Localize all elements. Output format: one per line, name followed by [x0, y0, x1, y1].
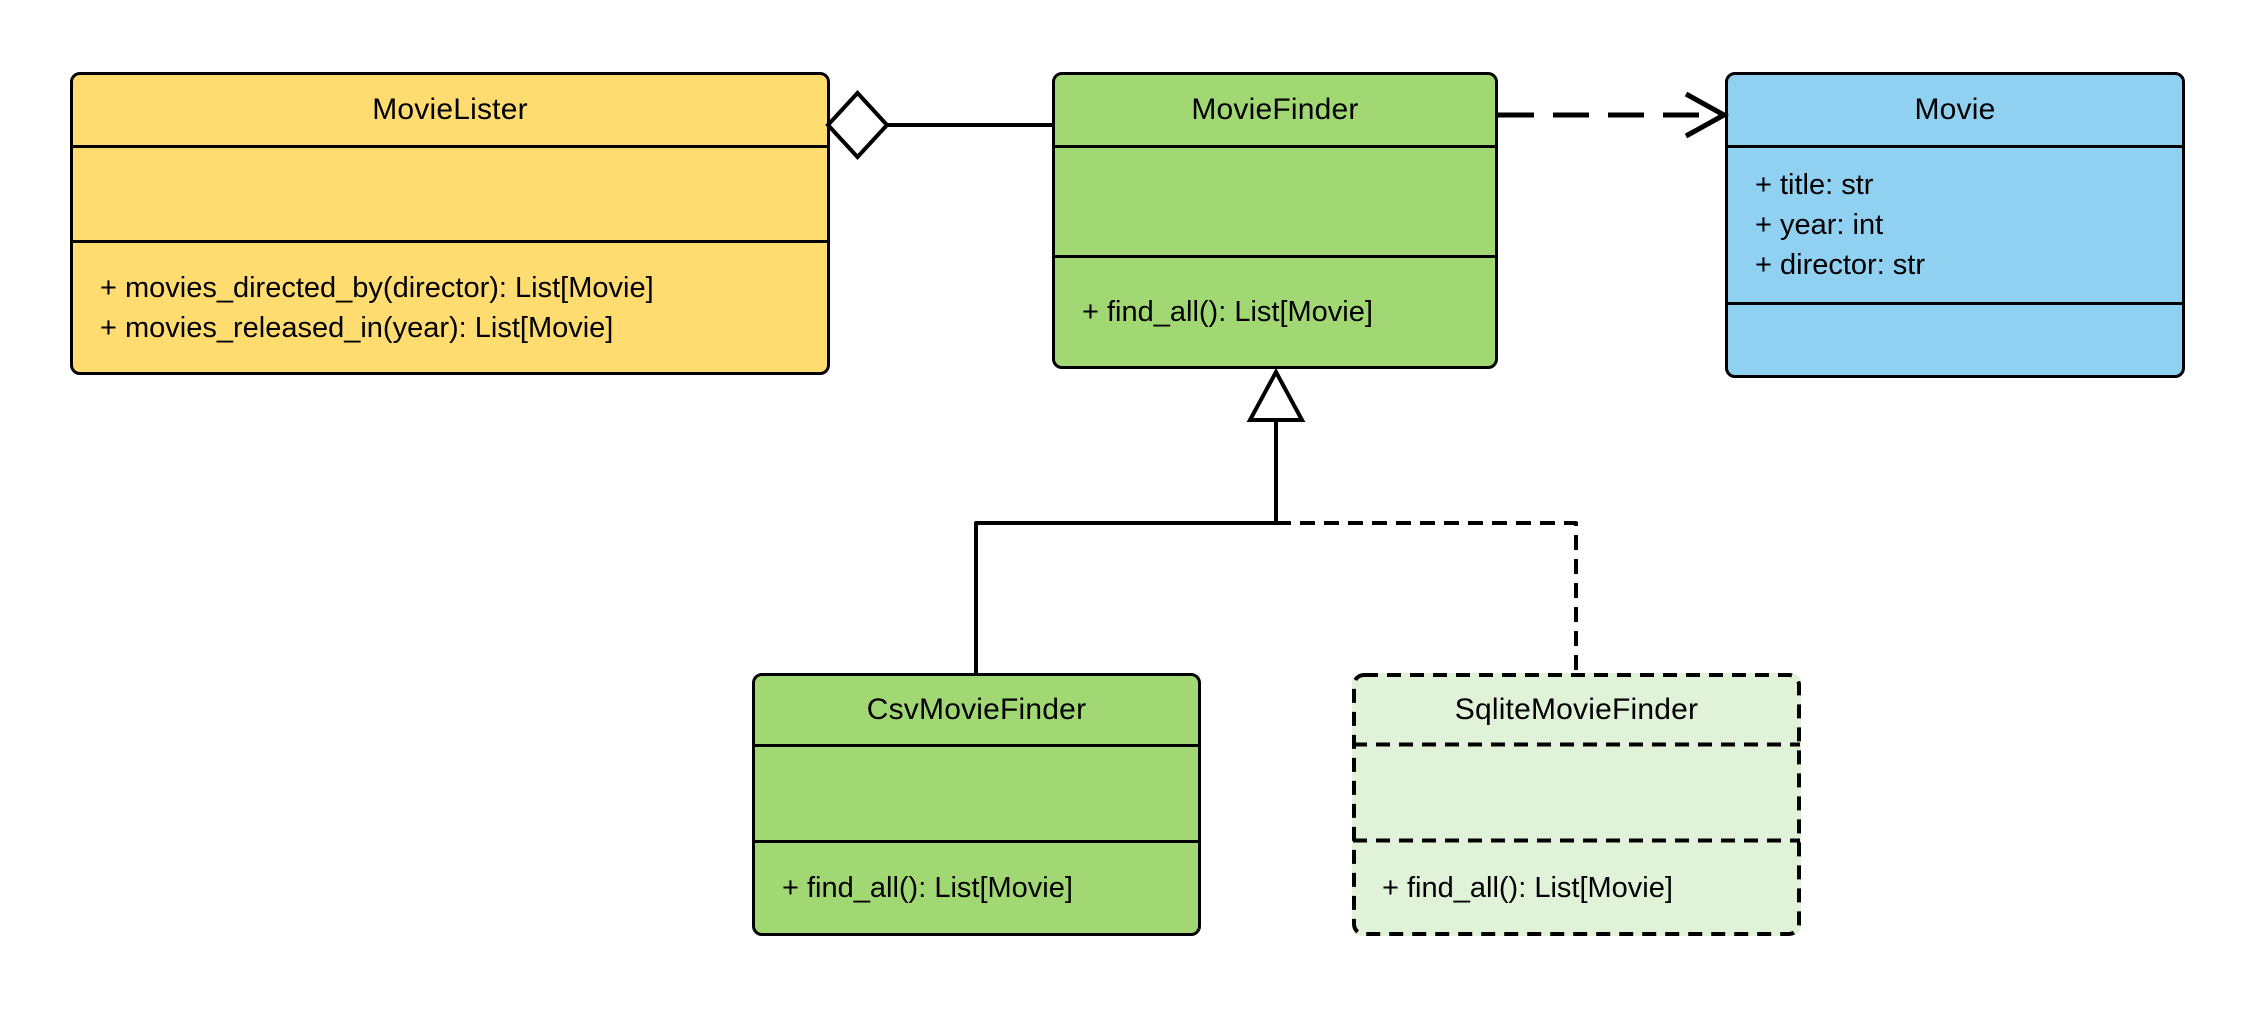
- attribute-label: + title: str: [1755, 169, 1874, 201]
- attributes-compartment: [73, 145, 827, 240]
- method-label: + find_all(): List[Movie]: [1082, 296, 1373, 328]
- attributes-compartment: [1355, 744, 1798, 840]
- hollow-triangle-icon: [1246, 367, 1306, 422]
- class-box-moviefinder: MovieFinder + find_all(): List[Movie]: [1052, 72, 1498, 369]
- class-box-csvmoviefinder: CsvMovieFinder + find_all(): List[Movie]: [752, 673, 1201, 936]
- attribute-label: + year: int: [1755, 209, 1884, 241]
- class-header-csvmoviefinder: CsvMovieFinder: [755, 676, 1198, 744]
- class-name: MovieFinder: [1191, 93, 1359, 126]
- class-header-moviefinder: MovieFinder: [1055, 75, 1495, 145]
- attributes-compartment: + title: str + year: int + director: str: [1728, 145, 2182, 302]
- class-name: Movie: [1914, 93, 1996, 126]
- method-label: + movies_released_in(year): List[Movie]: [100, 311, 614, 344]
- method-label: + find_all(): List[Movie]: [1382, 872, 1673, 904]
- methods-compartment: + find_all(): List[Movie]: [1055, 255, 1495, 366]
- methods-compartment: [1728, 302, 2182, 375]
- class-header-movie: Movie: [1728, 75, 2182, 145]
- class-name: MovieLister: [372, 93, 528, 126]
- class-box-sqlitemoviefinder: SqliteMovieFinder + find_all(): List[Mov…: [1352, 673, 1801, 936]
- aggregation-edge: [825, 90, 1054, 160]
- class-header-sqlitemoviefinder: SqliteMovieFinder: [1355, 676, 1798, 744]
- csv-inheritance-solid-line: [974, 521, 1276, 675]
- methods-compartment: + find_all(): List[Movie]: [1355, 840, 1798, 933]
- class-header-movielister: MovieLister: [73, 75, 827, 145]
- dependency-edge: [1498, 91, 1730, 139]
- methods-compartment: + movies_directed_by(director): List[Mov…: [73, 240, 827, 372]
- class-box-movielister: MovieLister + movies_directed_by(directo…: [70, 72, 830, 375]
- inheritance-edges: [974, 367, 1578, 675]
- hollow-diamond-icon: [825, 90, 890, 160]
- method-label: + movies_directed_by(director): List[Mov…: [100, 271, 654, 304]
- attributes-compartment: [755, 744, 1198, 840]
- method-label: + find_all(): List[Movie]: [782, 872, 1073, 904]
- methods-compartment: + find_all(): List[Movie]: [755, 840, 1198, 933]
- class-name: CsvMovieFinder: [866, 693, 1087, 726]
- open-arrowhead-icon: [1684, 91, 1730, 139]
- class-name: SqliteMovieFinder: [1454, 693, 1699, 726]
- sqlite-inheritance-dashed-line: [1276, 521, 1578, 675]
- attribute-label: + director: str: [1755, 249, 1926, 281]
- attributes-compartment: [1055, 145, 1495, 255]
- class-box-movie: Movie + title: str + year: int + directo…: [1725, 72, 2185, 378]
